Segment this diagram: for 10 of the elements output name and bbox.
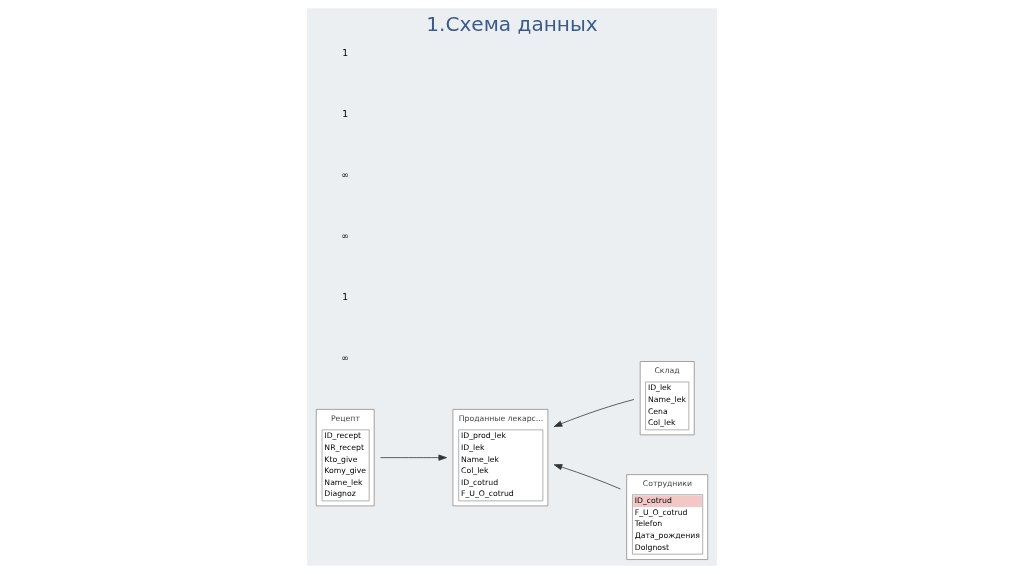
arrow <box>380 454 447 461</box>
label: 1 <box>342 108 349 120</box>
label: ∞ <box>341 352 350 364</box>
label: 1 <box>342 47 349 59</box>
label: 1 <box>342 291 349 303</box>
arrow <box>553 399 635 427</box>
arrow <box>553 464 621 490</box>
label: ∞ <box>341 169 350 181</box>
label: ∞ <box>341 230 350 242</box>
diagram-title: 1.Схема данных <box>426 11 598 36</box>
